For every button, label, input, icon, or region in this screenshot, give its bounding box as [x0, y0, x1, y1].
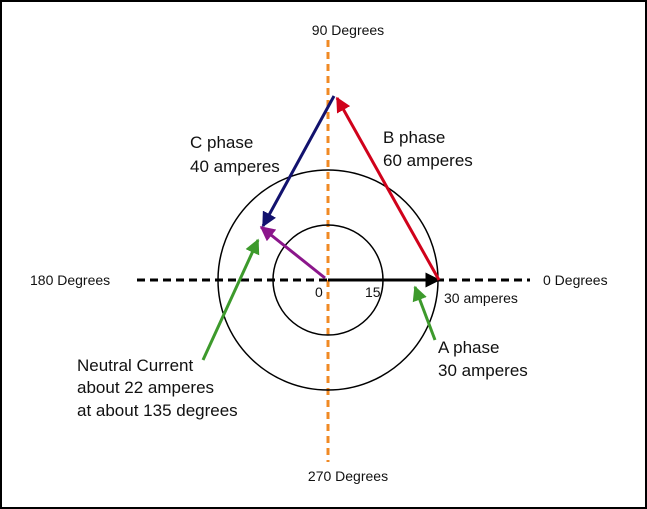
neutral-pointer-arrow — [201, 238, 260, 361]
label-180-degrees: 180 Degrees — [30, 272, 110, 288]
label-270-degrees: 270 Degrees — [308, 468, 388, 484]
label-neutral-angle: at about 135 degrees — [77, 401, 238, 420]
label-b-phase-amperes: 60 amperes — [383, 151, 473, 170]
label-a-phase-amperes: 30 amperes — [438, 361, 528, 380]
label-neutral-amperes: about 22 amperes — [77, 378, 214, 397]
label-neutral-current: Neutral Current — [77, 356, 193, 375]
label-0-degrees: 0 Degrees — [543, 272, 608, 288]
label-b-phase: B phase — [383, 128, 445, 147]
label-origin-0: 0 — [315, 284, 323, 300]
label-c-phase: C phase — [190, 133, 253, 152]
phase-a-pointer-arrow — [412, 285, 437, 341]
label-c-phase-amperes: 40 amperes — [190, 157, 280, 176]
label-a-phase: A phase — [438, 338, 499, 357]
label-90-degrees: 90 Degrees — [312, 22, 384, 38]
label-ring-30-amperes: 30 amperes — [444, 290, 518, 306]
neutral-vector — [259, 225, 326, 280]
label-ring-15: 15 — [365, 284, 381, 300]
phase-b-vector — [335, 96, 441, 281]
phase-c-vector — [261, 95, 336, 228]
